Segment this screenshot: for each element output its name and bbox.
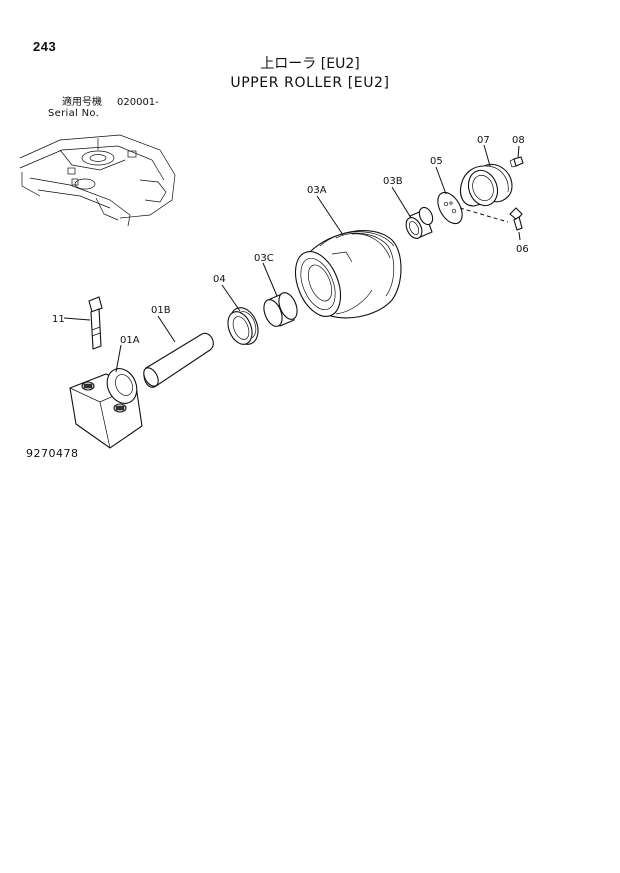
serial-value: 020001- [117, 97, 159, 108]
part-08-bolt [509, 156, 524, 168]
callout-01A: 01A [120, 335, 140, 346]
callout-labels: 07 08 05 03B 03A 03C 04 01B 11 01A 06 [52, 135, 529, 346]
callout-01B: 01B [151, 305, 171, 316]
title-japanese: 上ローラ [EU2] [260, 56, 360, 72]
part-11-bolt [88, 296, 103, 350]
callout-11: 11 [52, 314, 65, 325]
title-english: UPPER ROLLER [EU2] [230, 75, 390, 91]
callout-03A: 03A [307, 185, 327, 196]
part-06-bolt [509, 207, 523, 231]
part-07-cap [459, 164, 513, 207]
part-03B-bushing [405, 206, 434, 239]
part-01B-shaft [143, 332, 214, 388]
figure-code: 9270478 [26, 447, 79, 460]
locator-inset [19, 134, 176, 227]
part-03A-roller [294, 230, 402, 319]
leader-lines [63, 144, 521, 373]
page-number: 243 [33, 39, 57, 54]
callout-07: 07 [477, 135, 490, 146]
callout-05: 05 [430, 156, 443, 167]
serial-label-english: Serial No. [48, 108, 100, 119]
part-01A-bracket [69, 368, 143, 449]
part-03C-sleeve [263, 292, 298, 327]
callout-08: 08 [512, 135, 525, 146]
callout-04: 04 [213, 274, 226, 285]
callout-03C: 03C [254, 253, 274, 264]
serial-label-japanese: 適用号機 [62, 97, 102, 108]
callout-06: 06 [516, 244, 529, 255]
callout-03B: 03B [383, 176, 403, 187]
part-04-seal [227, 307, 259, 345]
part-05-plate [437, 191, 463, 225]
